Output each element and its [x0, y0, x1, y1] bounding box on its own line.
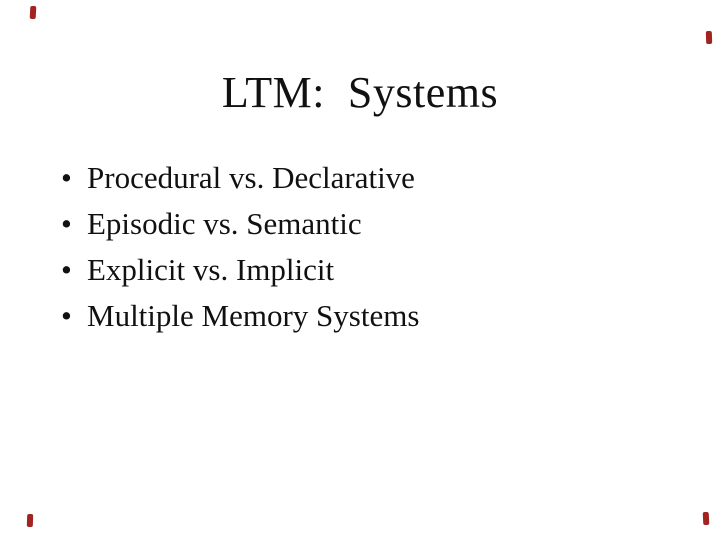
corner-mark-bottom-right: [702, 511, 710, 526]
bullet-icon: •: [61, 252, 72, 287]
corner-mark-top-right: [705, 30, 713, 45]
slide-title: LTM: Systems: [221, 68, 499, 117]
bullet-text: Explicit vs. Implicit: [87, 252, 335, 287]
bullet-icon: •: [61, 298, 72, 333]
bullet-row: • Episodic vs. Semantic: [61, 208, 362, 239]
bullet-row: • Multiple Memory Systems: [61, 300, 419, 331]
bullet-row: • Procedural vs. Declarative: [61, 162, 415, 193]
corner-mark-bottom-left: [26, 513, 34, 528]
bullet-icon: •: [61, 206, 72, 241]
bullet-text: Episodic vs. Semantic: [87, 206, 362, 241]
corner-mark-top-left: [29, 5, 37, 20]
bullet-text: Multiple Memory Systems: [87, 298, 420, 333]
bullet-icon: •: [61, 160, 72, 195]
bullet-text: Procedural vs. Declarative: [87, 160, 415, 195]
bullet-row: • Explicit vs. Implicit: [61, 254, 334, 285]
